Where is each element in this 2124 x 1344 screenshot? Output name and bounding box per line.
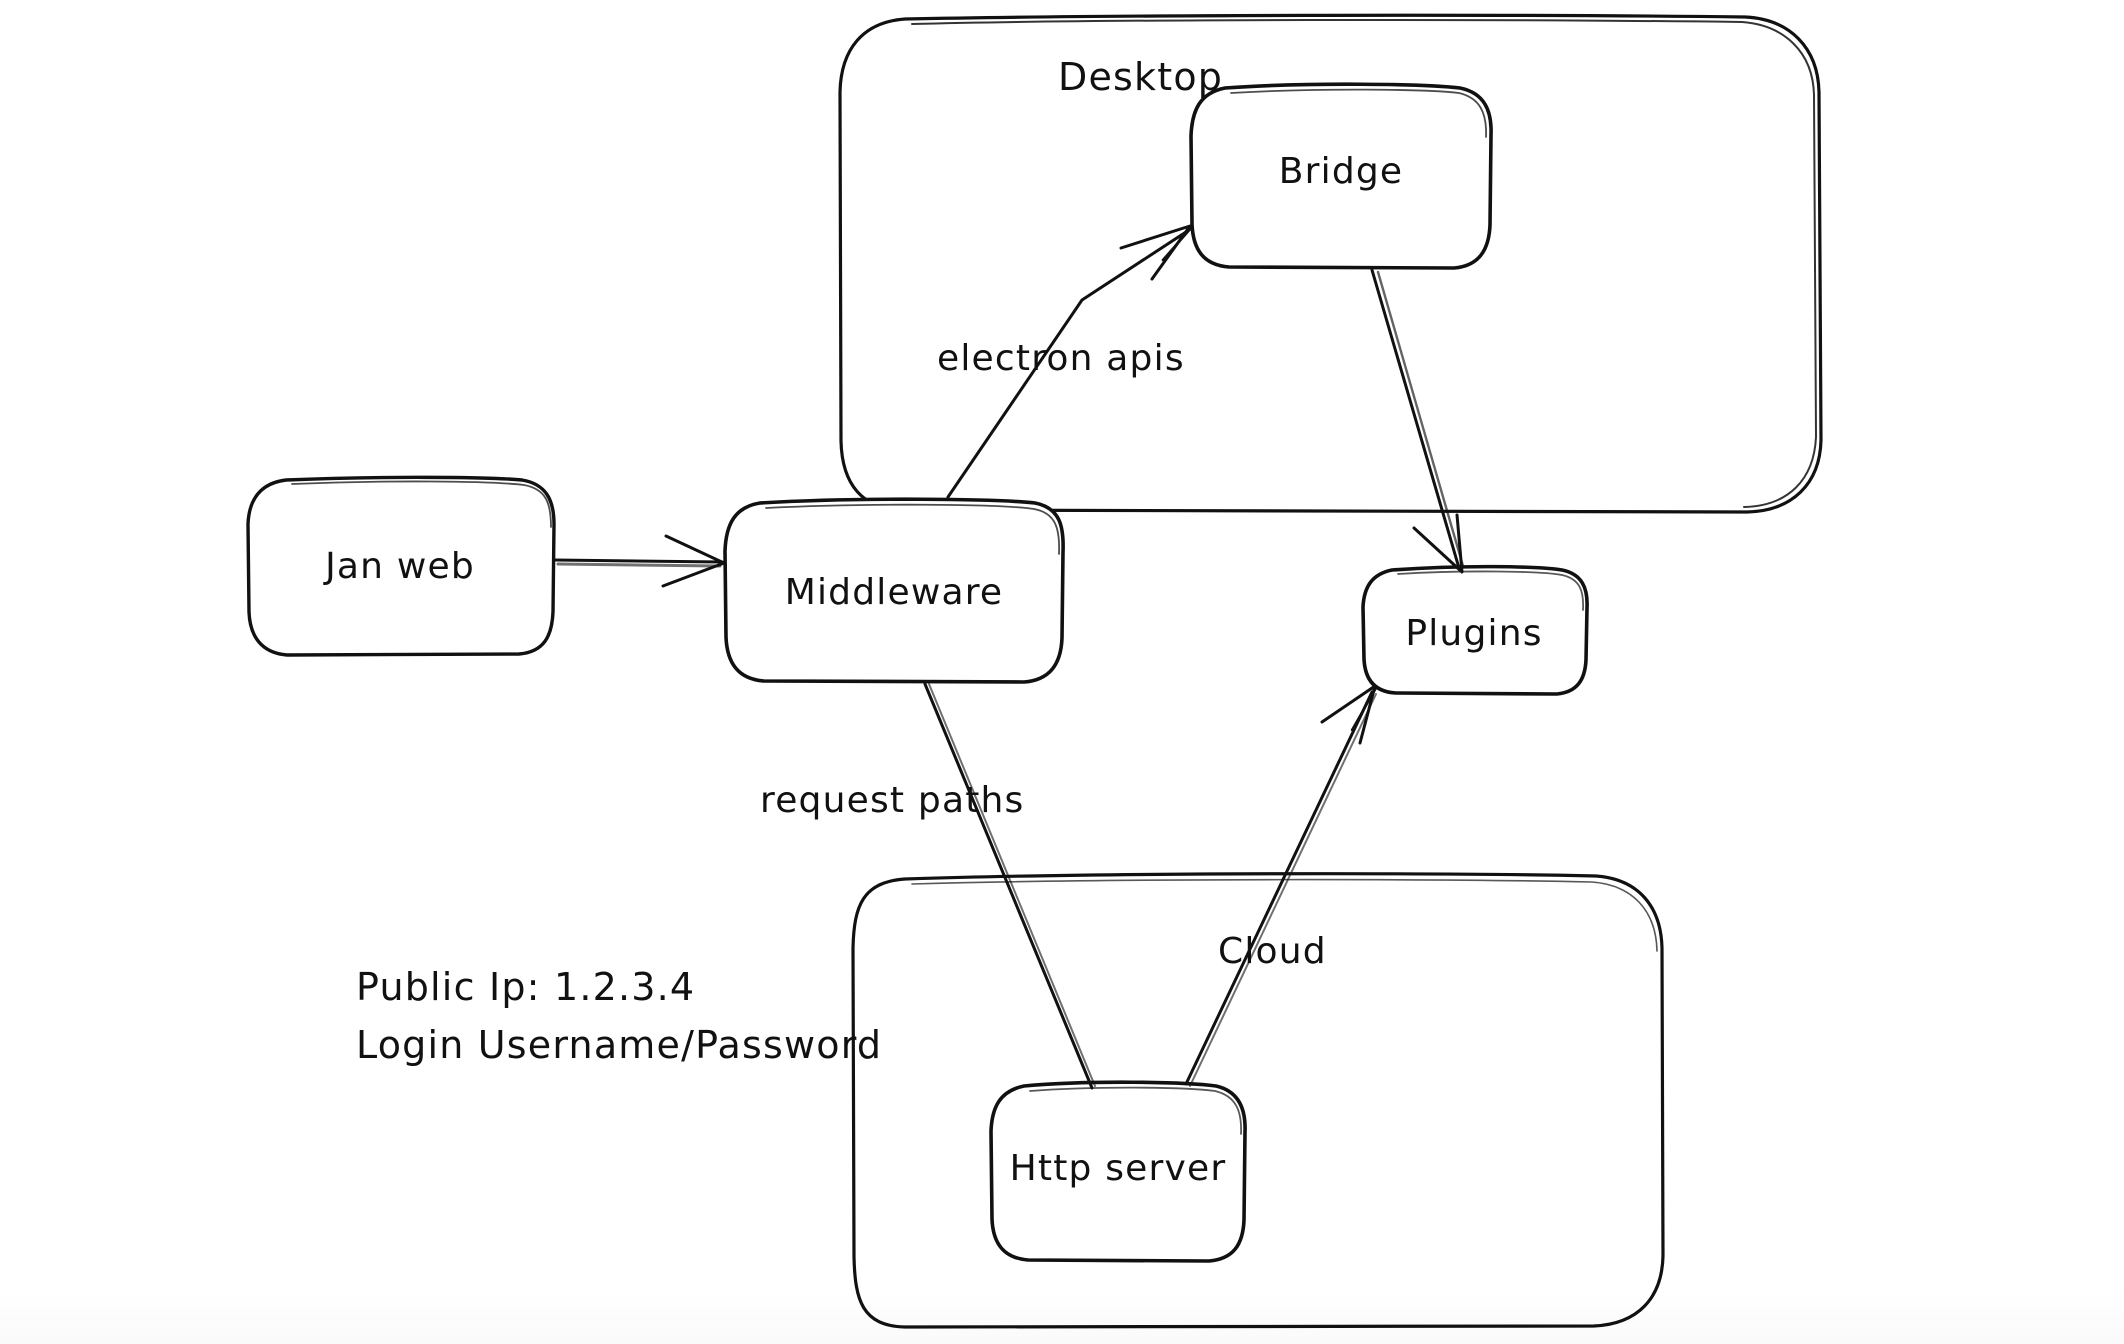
node-label-http-server: Http server (1010, 1148, 1227, 1189)
edge-middleware-to-httpserver: request paths (760, 682, 1096, 1090)
note-line-public-ip: Public Ip: 1.2.3.4 (356, 965, 695, 1009)
edge-label-electron-apis: electron apis (937, 338, 1185, 379)
node-label-bridge: Bridge (1279, 151, 1404, 192)
node-bridge[interactable]: Bridge (1189, 82, 1493, 270)
group-cloud-container[interactable] (851, 872, 1665, 1329)
edge-janweb-to-middleware (553, 534, 726, 588)
note-line-login: Login Username/Password (356, 1023, 882, 1067)
edge-label-cloud: Cloud (1218, 931, 1327, 972)
note-credentials: Public Ip: 1.2.3.4 Login Username/Passwo… (356, 965, 882, 1067)
node-http-server[interactable]: Http server (989, 1080, 1247, 1263)
group-desktop[interactable]: Desktop (838, 13, 1823, 514)
node-label-plugins: Plugins (1405, 613, 1542, 654)
edge-httpserver-to-plugins: Cloud (1184, 684, 1378, 1087)
edge-bridge-to-plugins (1370, 268, 1465, 574)
node-label-jan-web: Jan web (323, 546, 475, 587)
node-middleware[interactable]: Middleware (723, 497, 1065, 684)
node-label-middleware: Middleware (785, 572, 1004, 613)
group-label-desktop: Desktop (1058, 55, 1223, 99)
node-jan-web[interactable]: Jan web (246, 475, 556, 657)
edge-middleware-to-bridge: electron apis (937, 224, 1193, 499)
node-plugins[interactable]: Plugins (1361, 564, 1589, 696)
edge-label-request-paths: request paths (760, 780, 1025, 821)
